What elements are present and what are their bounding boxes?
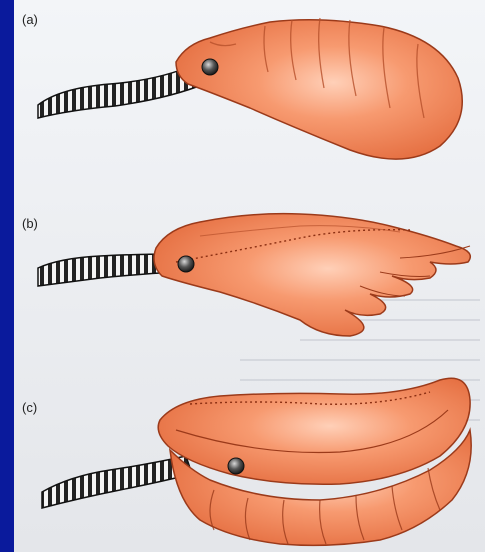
panel-c-label: (c): [22, 400, 37, 415]
panel-a-label: (a): [22, 12, 38, 27]
panel-b-label: (b): [22, 216, 38, 231]
panel-c-eye: [228, 458, 244, 474]
panel-b-eye: [178, 256, 194, 272]
panel-a-eye: [202, 59, 218, 75]
